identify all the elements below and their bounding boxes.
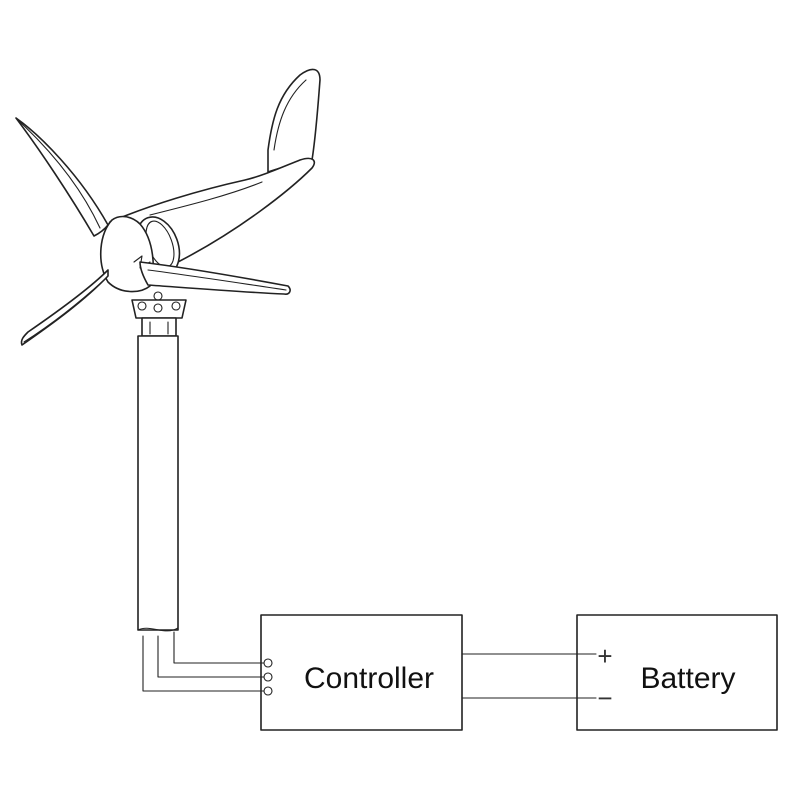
controller-terminal-1	[263, 658, 273, 668]
controller-terminal-3	[263, 686, 273, 696]
turbine-hub	[99, 215, 181, 293]
controller-to-battery-wires	[461, 653, 597, 699]
turbine-tower-pole	[137, 335, 179, 632]
turbine-mount-flange	[131, 291, 187, 337]
turbine-blade-upper	[15, 117, 109, 237]
battery-box: + − Battery	[576, 614, 778, 731]
battery-positive-terminal: +	[597, 641, 612, 671]
turbine-tail-vane	[267, 68, 321, 173]
turbine-blade-lower	[20, 269, 109, 346]
turbine-to-controller-wires	[142, 631, 273, 696]
controller-label: Controller	[304, 662, 434, 695]
controller-terminal-2	[263, 672, 273, 682]
controller-box: Controller	[260, 614, 463, 731]
turbine-blade-right	[139, 261, 291, 295]
wind-turbine	[15, 68, 321, 632]
battery-label: Battery	[640, 662, 735, 695]
battery-negative-terminal: −	[597, 683, 612, 713]
